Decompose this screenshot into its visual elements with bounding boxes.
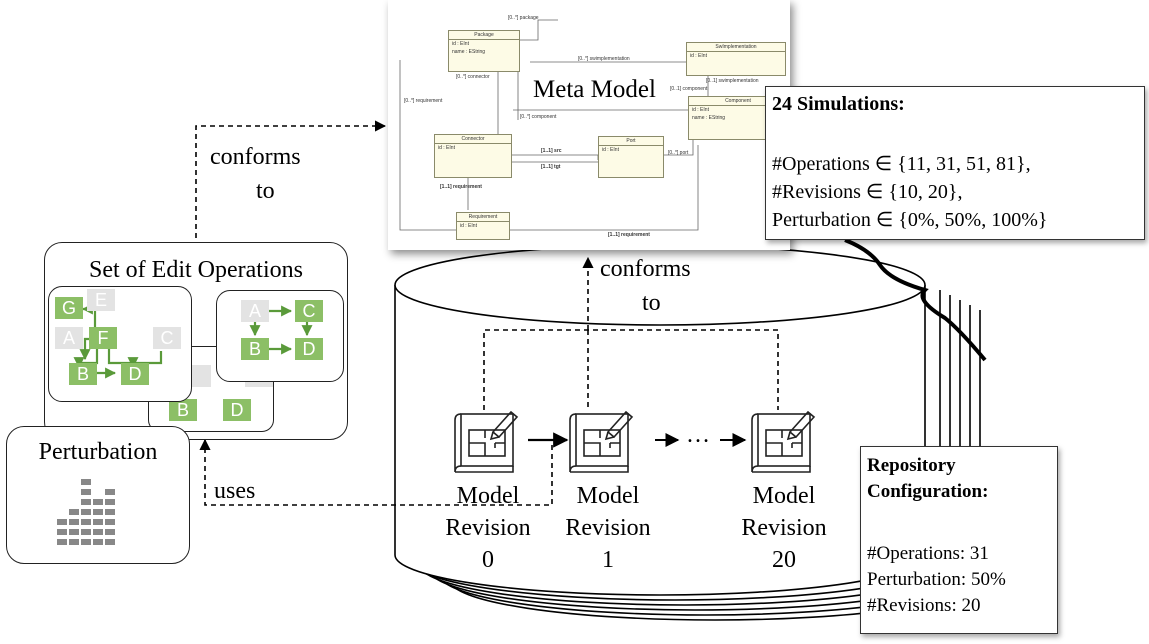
class-attr: id : EInt: [452, 41, 469, 47]
ref-label: [0..*] requirement: [404, 98, 443, 104]
repo-config-line: #Revisions: 20: [867, 595, 981, 616]
graph-node: B: [169, 399, 197, 421]
ref-label: [0..*] port: [668, 150, 689, 156]
graph-node: A: [241, 300, 269, 322]
uses-label: uses: [214, 478, 256, 504]
blueprint-icon: [454, 410, 519, 473]
simulations-note: 24 Simulations: #Operations ∈ {11, 31, 5…: [765, 86, 1145, 240]
ref-label: [1..1] requirement: [608, 232, 650, 238]
ref-label: [1..1] tgt: [541, 164, 561, 170]
simulations-line: Perturbation ∈ {0%, 50%, 100%}: [772, 209, 1048, 231]
revision-label: Model Revision 0: [438, 480, 538, 576]
class-attr: id : EInt: [460, 223, 477, 229]
graph-node: E: [87, 289, 115, 311]
conforms-label: conforms: [210, 144, 301, 170]
repo-config-title: Configuration:: [867, 481, 989, 502]
graph-node: B: [241, 338, 269, 360]
class-attr: id : EInt: [602, 147, 619, 153]
simulations-title: 24 Simulations:: [772, 93, 905, 115]
conforms-label: conforms: [600, 256, 691, 282]
class-name: SwImplementation: [687, 43, 785, 52]
edit-operation-graph: A C B D: [216, 290, 344, 382]
conforms-arrow-top: [195, 120, 387, 238]
class-name: Requirement: [457, 213, 509, 222]
perturbation-title: Perturbation: [38, 439, 158, 465]
repo-config-title: Repository: [867, 455, 956, 476]
class-connector: Connector id : EInt: [434, 134, 512, 178]
class-attr: id : EInt: [438, 145, 455, 151]
blueprint-icon: [569, 410, 634, 473]
revision-line: Revision: [565, 515, 651, 541]
graph-node: A: [55, 327, 83, 349]
ref-label: [0..1] swimplementation: [706, 78, 759, 84]
class-name: Connector: [435, 135, 511, 144]
conforms-label: to: [642, 290, 661, 316]
class-requirement: Requirement id : EInt: [456, 212, 510, 240]
class-name: Port: [599, 137, 663, 146]
class-attr: name : EString: [692, 115, 726, 121]
class-attr: id : EInt: [690, 53, 707, 59]
ref-label: [0..1] component: [670, 86, 708, 92]
simulations-line: #Operations ∈ {11, 31, 51, 81},: [772, 153, 1031, 175]
revision-line: Revision: [741, 515, 827, 541]
ellipsis-label: …: [686, 422, 710, 448]
edit-operations-title: Set of Edit Operations: [89, 257, 303, 283]
meta-model-title: Meta Model: [533, 76, 656, 103]
revision-line: Model: [456, 483, 520, 509]
class-attr: name : EString: [452, 49, 486, 55]
meta-model-panel: Package id : EInt name : EString SwImple…: [388, 0, 790, 250]
graph-node: C: [295, 300, 323, 322]
revision-line: Model: [752, 483, 816, 509]
ref-label: [0..*] package: [508, 15, 539, 21]
revision-number: 1: [602, 547, 614, 573]
class-swimplementation: SwImplementation id : EInt: [686, 42, 786, 76]
conforms-arrow-mid: [483, 256, 779, 410]
graph-node: B: [69, 363, 97, 385]
ref-label: [1..1] src: [541, 148, 562, 154]
ref-label: [0..*] connector: [456, 74, 490, 80]
edit-operation-graph: G E A F C B D: [48, 286, 192, 402]
simulations-line: #Revisions ∈ {10, 20},: [772, 181, 963, 203]
revision-number: 0: [482, 547, 494, 573]
class-package: Package id : EInt name : EString: [448, 30, 520, 72]
class-attr: id : EInt: [692, 107, 709, 113]
revision-label: Model Revision 20: [734, 480, 834, 576]
revision-label: Model Revision 1: [558, 480, 658, 576]
curly-brace: [844, 238, 987, 362]
revision-line: Revision: [445, 515, 531, 541]
perturbation-histogram-icon: [57, 479, 115, 545]
conforms-label: to: [256, 178, 275, 204]
repo-config-line: Perturbation: 50%: [867, 569, 1006, 590]
repo-config-line: #Operations: 31: [867, 543, 989, 564]
ref-label: [0..*] component: [520, 114, 557, 120]
perturbation-box: Perturbation: [6, 426, 190, 564]
revision-number: 20: [772, 547, 796, 573]
graph-node: D: [295, 338, 323, 360]
uses-arrow: [199, 438, 553, 506]
ref-label: [1..1] requirement: [440, 184, 482, 190]
blueprint-icon: [751, 410, 816, 473]
graph-node: D: [223, 399, 251, 421]
repository-config-note: Repository Configuration: #Operations: 3…: [860, 446, 1058, 634]
ref-label: [0..*] swimplementation: [578, 56, 630, 62]
class-name: Component: [689, 97, 787, 106]
revision-line: Model: [576, 483, 640, 509]
graph-node: F: [89, 327, 117, 349]
class-name: Package: [449, 31, 519, 40]
graph-node: G: [55, 297, 83, 319]
class-port: Port id : EInt: [598, 136, 664, 178]
graph-node: C: [153, 327, 181, 349]
graph-node: D: [121, 363, 149, 385]
graph-edges: [249, 305, 313, 355]
